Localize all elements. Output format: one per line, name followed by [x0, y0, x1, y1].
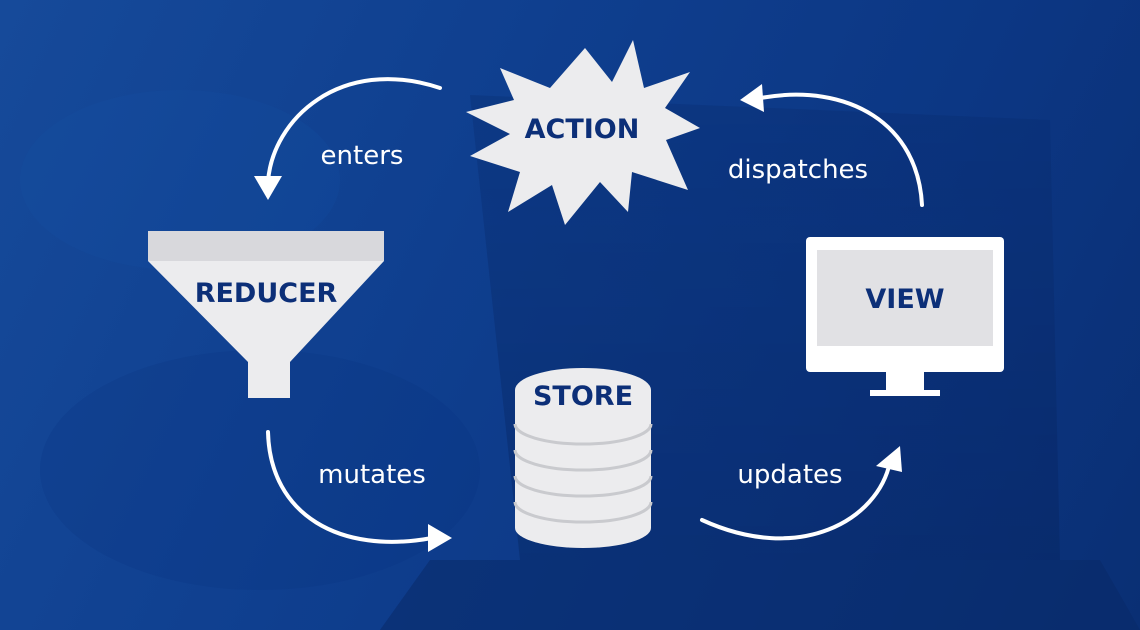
funnel-body: [148, 261, 384, 398]
store-cylinder-top: [515, 368, 651, 412]
monitor-screen: [817, 250, 993, 346]
view-label: VIEW: [865, 284, 944, 315]
updates-label: updates: [737, 460, 842, 490]
action-label: ACTION: [525, 114, 640, 145]
arrow-dispatches: [740, 84, 924, 207]
store-disk-lines: [513, 423, 653, 524]
enters-label: enters: [321, 141, 404, 171]
funnel-rim: [148, 231, 384, 261]
arrow-mutates: [266, 430, 452, 552]
monitor-stand: [870, 390, 940, 396]
action-node: ACTION: [466, 40, 700, 225]
store-node: STORE: [513, 368, 653, 548]
mutates-label: mutates: [318, 460, 426, 490]
monitor-neck: [886, 372, 924, 390]
action-burst-shape: [466, 40, 700, 225]
reducer-node: REDUCER: [148, 231, 384, 398]
dispatches-label: dispatches: [728, 155, 868, 185]
arrow-enters: [254, 77, 442, 200]
reducer-label: REDUCER: [195, 278, 338, 309]
store-label: STORE: [533, 381, 633, 412]
view-node: VIEW: [806, 237, 1004, 396]
arrow-updates: [700, 446, 902, 541]
